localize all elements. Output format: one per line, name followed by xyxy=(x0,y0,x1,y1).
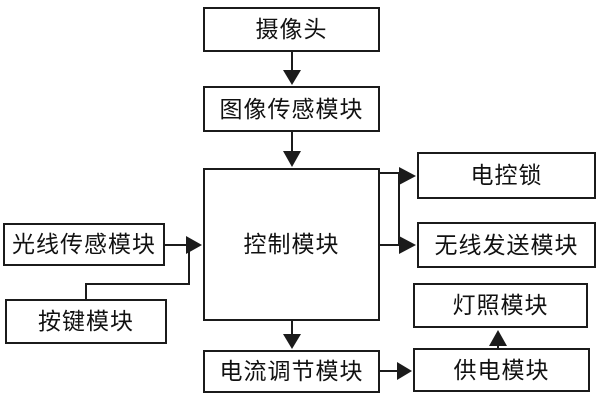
node-light-sensor-module: 光线传感模块 xyxy=(3,223,165,266)
node-electric-lock: 电控锁 xyxy=(417,152,596,199)
arrowhead-into-image-sensor xyxy=(283,70,301,85)
node-camera: 摄像头 xyxy=(203,7,380,52)
edge-key-to-control xyxy=(85,246,190,299)
arrowhead-into-wireless xyxy=(399,236,416,254)
node-current-regulation-label: 电流调节模块 xyxy=(219,359,364,384)
node-electric-lock-label: 电控锁 xyxy=(470,163,543,188)
node-key-module: 按键模块 xyxy=(5,299,167,344)
node-power-supply-label: 供电模块 xyxy=(453,357,550,383)
arrowhead-into-power xyxy=(397,362,412,380)
node-lighting-module: 灯照模块 xyxy=(413,283,588,328)
arrowhead-into-control-top xyxy=(283,151,301,167)
arrowhead-into-lock xyxy=(399,167,416,185)
node-lighting-label: 灯照模块 xyxy=(452,293,549,318)
node-control-module: 控制模块 xyxy=(203,168,380,321)
edge-control-to-lock xyxy=(379,172,400,245)
node-power-supply-module: 供电模块 xyxy=(413,348,590,392)
node-current-regulation-module: 电流调节模块 xyxy=(203,350,380,393)
node-light-sensor-label: 光线传感模块 xyxy=(12,232,156,257)
arrowhead-into-current xyxy=(283,334,301,349)
node-camera-label: 摄像头 xyxy=(255,17,328,42)
arrowhead-into-control-left xyxy=(186,236,202,254)
arrowhead-into-lighting xyxy=(489,330,507,346)
node-wireless-send-module: 无线发送模块 xyxy=(417,222,596,268)
node-image-sensor-module: 图像传感模块 xyxy=(203,86,380,132)
node-control-label: 控制模块 xyxy=(243,232,340,257)
node-key-label: 按键模块 xyxy=(38,309,134,334)
node-wireless-send-label: 无线发送模块 xyxy=(434,232,579,258)
node-image-sensor-label: 图像传感模块 xyxy=(219,96,364,122)
